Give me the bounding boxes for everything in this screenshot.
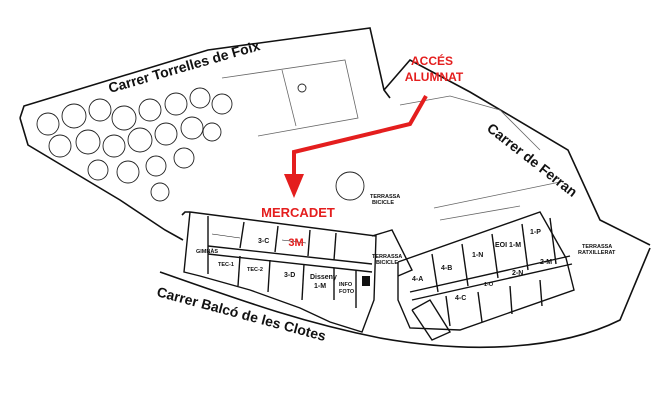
terrace-ratxillerat-label-1: TERRASSA [582, 244, 612, 250]
terrace-bicicle-label-1: TERRASSA [372, 254, 402, 260]
terrace-left-label-2: BICICLE [372, 200, 394, 206]
room-label-eoi-1m: EOI 1-M [495, 242, 521, 249]
room-label-foto: FOTO [339, 289, 355, 295]
garden-trees [36, 83, 365, 202]
room-label-4b: 4-B [441, 265, 452, 272]
room-label-3m: 3M [288, 237, 303, 249]
street-label-torrelles-de-foix: Carrer Torrelles de Foix [106, 37, 261, 96]
terrace-ratxillerat-label-2: RATXILLERAT [578, 250, 616, 256]
room-label-disseny-1m: 1-M [314, 283, 326, 290]
room-label-2m: 2-M [540, 259, 552, 266]
room-label-tec1: TEC-1 [218, 262, 234, 268]
room-label-disseny: Disseny [310, 274, 337, 281]
terrace-left-label-1: TERRASSA [370, 194, 400, 200]
access-arrow [284, 95, 428, 198]
classroom-wing [371, 211, 575, 341]
room-label-1o: 1-O [484, 282, 494, 288]
access-label-line2: ALUMNAT [405, 70, 464, 84]
room-label-info: INFO [339, 282, 353, 288]
room-label-2n: 2-N [512, 270, 523, 277]
room-label-tec2: TEC-2 [247, 267, 263, 273]
terrace-bicicle-label-2: BICICLE [376, 260, 398, 266]
room-label-1n: 1-N [472, 252, 483, 259]
room-label-3c: 3-C [258, 238, 269, 245]
site-outline [19, 27, 651, 349]
room-label-3d: 3-D [284, 272, 295, 279]
access-label-line1: ACCÉS [411, 53, 453, 68]
room-label-1p: 1-P [530, 229, 541, 236]
mercadet-building [183, 211, 377, 333]
room-label-gimnas: GIMNÀS [196, 248, 218, 255]
room-label-4c: 4-C [455, 295, 466, 302]
entrance-block [362, 276, 370, 286]
building-label-mercadet: MERCADET [261, 205, 335, 220]
room-label-4a: 4-A [412, 276, 423, 283]
sports-yard [221, 59, 561, 221]
